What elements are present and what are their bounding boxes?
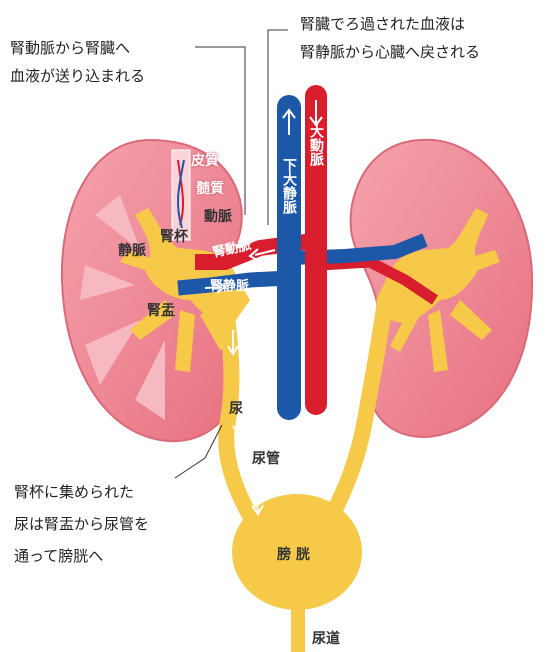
ureter-label: 尿管 [252,448,280,468]
inferior-vena-cava [277,95,301,420]
renal-artery-note: 腎動脈から腎臓へ 血液が送り込まれる [10,34,145,90]
pelvis-label: 腎盂 [147,300,175,320]
renal-artery-note-line-1: 腎動脈から腎臓へ [10,34,145,62]
filtered-blood-note-line-2: 腎静脈から心臓へ戻される [300,38,480,66]
artery-label: 動脈 [204,206,232,226]
cortex-label: 皮質 [191,150,219,170]
medulla-label: 髄質 [196,178,224,198]
bladder-label: 膀 胱 [277,544,310,564]
urethra [291,600,305,652]
urine-label: 尿 [229,398,243,418]
renal-vein-label: 腎静脈 [210,275,249,294]
renal-artery-note-line-2: 血液が送り込まれる [10,62,145,90]
urethra-label: 尿道 [312,628,340,648]
filtered-blood-note: 腎臓でろ過された血液は 腎静脈から心臓へ戻される [300,10,480,66]
urine-note: 腎杯に集められた 尿は腎盂から尿管を 通って膀胱へ [14,476,149,572]
calyx-label: 腎杯 [160,226,188,246]
aorta-label: 大動脈 [308,124,324,166]
urine-note-line-2: 尿は腎盂から尿管を [14,508,149,540]
urine-note-line-3: 通って膀胱へ [14,540,149,572]
urine-note-line-1: 腎杯に集められた [14,476,149,508]
ivc-label: 下大静脈 [281,158,297,214]
filtered-blood-note-line-1: 腎臓でろ過された血液は [300,10,480,38]
vein-label: 静脈 [118,240,146,260]
